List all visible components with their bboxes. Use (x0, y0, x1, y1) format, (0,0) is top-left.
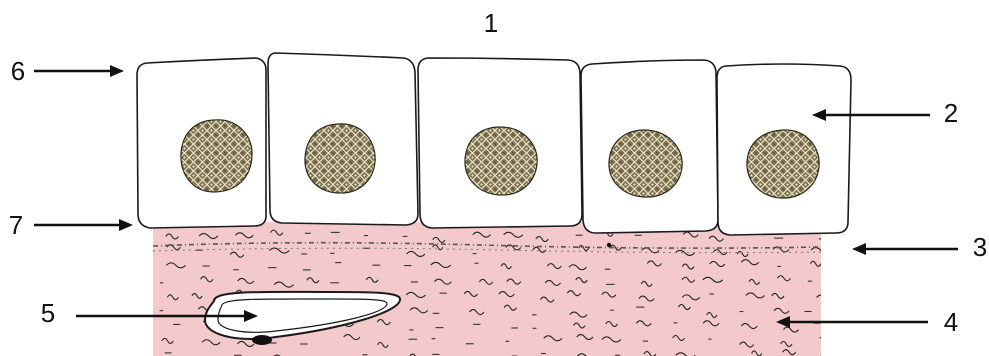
label-6: 6 (11, 56, 25, 86)
arrow-6 (34, 65, 124, 77)
cell-nucleus (747, 130, 819, 198)
label-2: 2 (944, 98, 958, 128)
cell-nucleus (465, 127, 537, 195)
label-1: 1 (484, 8, 498, 38)
label-4: 4 (944, 307, 958, 337)
epithelial-cell-layer (137, 53, 851, 235)
label-3: 3 (973, 232, 987, 262)
label-5: 5 (41, 298, 55, 328)
cell-nucleus (181, 120, 252, 192)
arrow-7 (34, 219, 133, 231)
cell-nucleus (305, 124, 375, 193)
endothelial-nucleus (252, 335, 272, 345)
label-7: 7 (9, 210, 23, 240)
arrow-3 (852, 243, 958, 255)
cell-nucleus (609, 130, 682, 197)
